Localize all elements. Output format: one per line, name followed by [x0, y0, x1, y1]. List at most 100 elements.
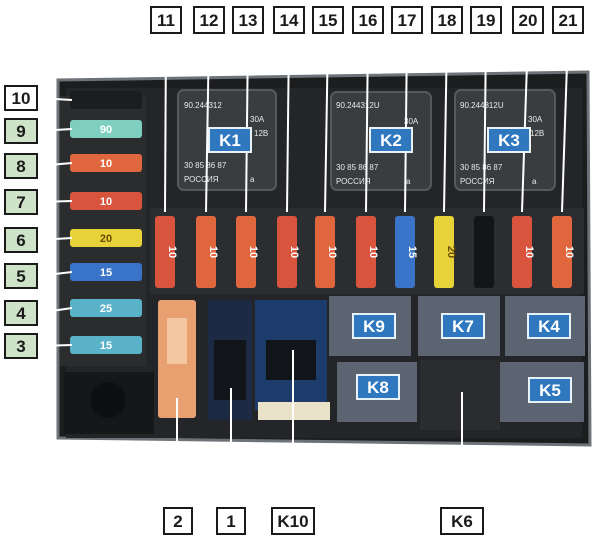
callout-fuse-19: 19 — [470, 6, 502, 34]
callout-k6: K6 — [440, 507, 484, 535]
relay-k2-code: 90.244312U — [336, 101, 380, 110]
horizontal-fuse: 25 — [70, 299, 142, 317]
vertical-fuse — [474, 216, 494, 288]
fuse-box-rim — [56, 70, 592, 447]
horizontal-fuse: 90 — [70, 120, 142, 138]
relay-tag-k9: K9 — [352, 313, 396, 339]
leader-line — [324, 33, 329, 213]
leader-line — [37, 344, 73, 347]
vertical-fuse-rating: 10 — [367, 246, 379, 258]
leader-line — [205, 33, 210, 213]
relay-k3-pins: 30 85 86 87 — [460, 163, 503, 172]
relay-tag-k2: K2 — [369, 127, 413, 153]
socket-k10-inner — [266, 340, 316, 380]
horizontal-fuse — [70, 91, 142, 109]
horizontal-fuse-rating: 15 — [100, 267, 112, 279]
relay-k1-voltage: 12B — [254, 129, 268, 138]
vertical-fuse-rating: 20 — [445, 246, 457, 258]
callout-2: 2 — [163, 507, 193, 535]
relay-k3-origin: РОССИЯ — [460, 177, 495, 186]
leader-line — [286, 33, 290, 213]
leader-line — [37, 97, 73, 101]
horizontal-fuse: 15 — [70, 263, 142, 281]
vertical-fuse-rating: 15 — [406, 246, 418, 258]
leader-line — [483, 33, 487, 213]
vertical-fuse: 10 — [512, 216, 535, 288]
leader-line — [37, 200, 73, 203]
callout-fuse-9: 9 — [4, 118, 38, 144]
vertical-fuse-rating: 10 — [207, 246, 219, 258]
socket-k6 — [420, 360, 500, 430]
horizontal-fuse: 20 — [70, 229, 142, 247]
relay-tag-k7: K7 — [441, 313, 485, 339]
vertical-fuse-rating: 10 — [326, 246, 338, 258]
callout-fuse-21: 21 — [552, 6, 584, 34]
leader-line — [37, 237, 73, 241]
horizontal-fuse: 10 — [70, 192, 142, 210]
callout-fuse-8: 8 — [4, 153, 38, 179]
vertical-fuse: 10 — [277, 216, 300, 288]
vertical-fuse-rating: 10 — [563, 246, 575, 258]
vertical-fuse-rating: 10 — [288, 246, 300, 258]
horizontal-fuse: 15 — [70, 336, 142, 354]
callout-fuse-18: 18 — [431, 6, 463, 34]
vertical-fuse: 10 — [155, 216, 178, 288]
housing-bolt — [90, 382, 126, 418]
callout-fuse-6: 6 — [4, 227, 38, 253]
relay-k1-code: 90.244312 — [184, 101, 222, 110]
vertical-fuse: 15 — [395, 216, 418, 288]
relay-k2-variant: a — [406, 177, 411, 186]
callout-fuse-15: 15 — [312, 6, 344, 34]
relay-k2-origin: РОССИЯ — [336, 177, 371, 186]
leader-line — [365, 33, 369, 213]
callout-fuse-13: 13 — [232, 6, 264, 34]
vertical-fuse-rating: 10 — [247, 246, 259, 258]
callout-fuse-5: 5 — [4, 263, 38, 289]
relay-k1-current: 30A — [250, 115, 265, 124]
leader-line — [164, 33, 167, 213]
callout-fuse-11: 11 — [150, 6, 182, 34]
relay-k2-pins: 30 85 86 87 — [336, 163, 379, 172]
leader-line — [245, 33, 249, 213]
leader-line — [443, 33, 448, 213]
callout-fuse-16: 16 — [352, 6, 384, 34]
horizontal-fuse-rating: 90 — [100, 124, 112, 136]
leader-line — [561, 33, 569, 213]
vertical-fuse: 10 — [236, 216, 259, 288]
relay-k1-origin: РОССИЯ — [184, 175, 219, 184]
callout-fuse-7: 7 — [4, 189, 38, 215]
horizontal-fuse: 10 — [70, 154, 142, 172]
relay-tag-k8: K8 — [356, 374, 400, 400]
horizontal-fuse-rating: 15 — [100, 340, 112, 352]
horizontal-fuse-rating: 25 — [100, 303, 112, 315]
callout-fuse-4: 4 — [4, 300, 38, 326]
vertical-fuse-rating: 10 — [166, 246, 178, 258]
leader-line — [37, 271, 73, 277]
relay-k3-code: 90.244312U — [460, 101, 504, 110]
leader-line — [37, 162, 73, 167]
relay-tag-k4: K4 — [527, 313, 571, 339]
callout-fuse-12: 12 — [193, 6, 225, 34]
vertical-fuse: 10 — [356, 216, 379, 288]
vertical-fuse-rating: 10 — [523, 246, 535, 258]
relay-k2-current: 30A — [404, 117, 419, 126]
vertical-fuse: 10 — [196, 216, 219, 288]
callout-1: 1 — [216, 507, 246, 535]
leader-line — [37, 128, 73, 132]
leader-line — [404, 33, 408, 213]
relay-k3-voltage: 12B — [530, 129, 544, 138]
callout-fuse-10: 10 — [4, 85, 38, 111]
relay-tag-k3: K3 — [487, 127, 531, 153]
horizontal-fuse-rating: 20 — [100, 233, 112, 245]
relay-tag-k5: K5 — [528, 377, 572, 403]
leader-line — [37, 307, 73, 314]
relay-k1-pins: 30 85 86 87 — [184, 161, 227, 170]
horizontal-fuse-rating: 10 — [100, 158, 112, 170]
callout-fuse-3: 3 — [4, 333, 38, 359]
vertical-fuse: 20 — [434, 216, 457, 288]
callout-fuse-17: 17 — [391, 6, 423, 34]
relay-k3-variant: a — [532, 177, 537, 186]
horizontal-fuse-rating: 10 — [100, 196, 112, 208]
